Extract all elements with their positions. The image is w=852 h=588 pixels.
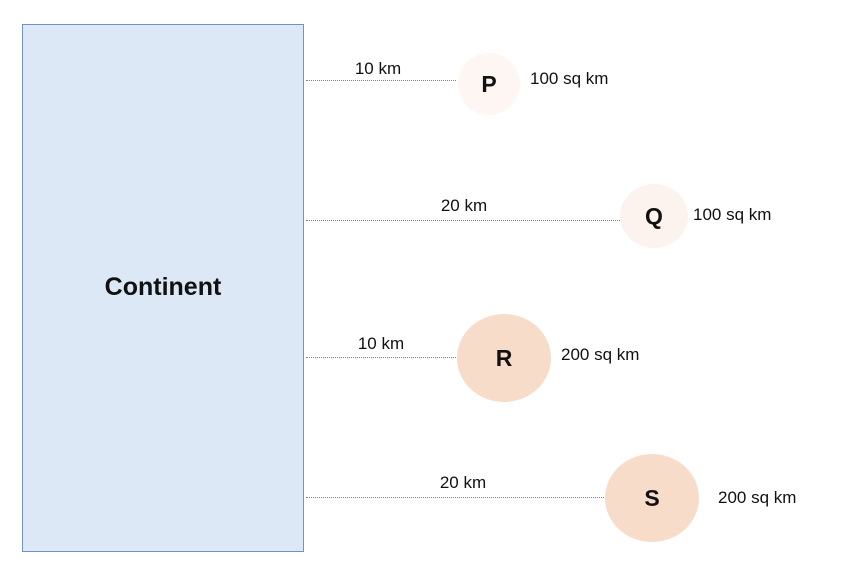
island-s: S	[605, 454, 699, 542]
area-label-q: 100 sq km	[693, 205, 772, 224]
continent-label: Continent	[104, 273, 222, 301]
island-r-label: R	[495, 344, 513, 371]
connector-s	[306, 497, 606, 498]
connector-q	[306, 220, 620, 221]
connector-r	[306, 357, 458, 358]
island-p: P	[458, 53, 520, 115]
island-s-label: S	[644, 484, 660, 511]
distance-label-p: 10 km	[354, 59, 402, 78]
continent-box: Continent	[22, 24, 304, 552]
distance-label-s: 20 km	[439, 473, 487, 492]
island-p-label: P	[481, 70, 497, 97]
island-q: Q	[620, 184, 688, 248]
distance-label-q: 20 km	[440, 196, 488, 215]
connector-p	[306, 80, 456, 81]
island-q-label: Q	[645, 202, 663, 229]
area-label-r: 200 sq km	[561, 345, 640, 364]
island-r: R	[457, 314, 551, 402]
area-label-p: 100 sq km	[530, 69, 609, 88]
area-label-s: 200 sq km	[718, 488, 797, 507]
distance-label-r: 10 km	[357, 334, 405, 353]
